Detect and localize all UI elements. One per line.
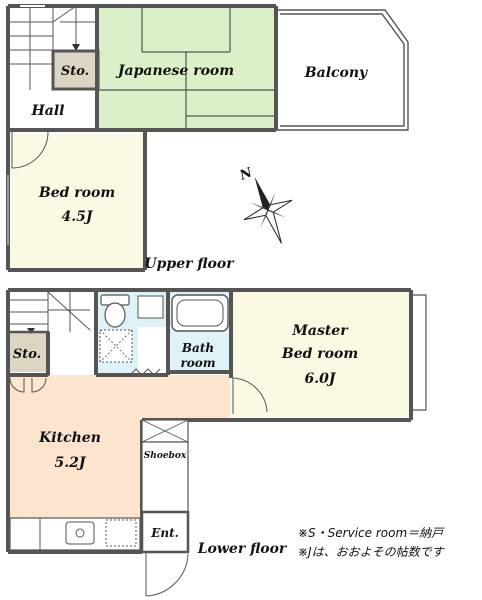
sink-fixture — [137, 295, 164, 319]
storage-upper-walls — [51, 49, 100, 91]
bedroom-upper-size: 4.5J — [62, 209, 94, 225]
hall-label: Hall — [31, 103, 65, 119]
bedroom-upper — [8, 134, 143, 268]
washer-pan — [99, 329, 133, 363]
kitchen-size: 5.2J — [55, 455, 87, 471]
bath-label-2: room — [180, 356, 215, 370]
compass-north-label: N — [237, 165, 256, 184]
compass-ray-nw — [249, 202, 268, 210]
storage-lower — [8, 332, 48, 372]
entrance-label: Ent. — [150, 526, 179, 540]
entrance — [140, 510, 190, 554]
accordion-door — [129, 368, 161, 376]
master-door — [232, 377, 268, 414]
compass-needle-north — [254, 176, 271, 210]
compass-ray-sw — [260, 210, 268, 229]
bathtub-inner — [176, 299, 224, 327]
tatami-lines — [97, 6, 276, 130]
balcony-label: Balcony — [304, 65, 368, 81]
storage-upper-label: Sto. — [61, 64, 89, 79]
bathtub — [171, 294, 229, 332]
stairs-upper — [8, 5, 97, 90]
entrance-door — [145, 552, 189, 597]
upper-floor-title: Upper floor — [144, 256, 235, 272]
upper-floor: Sto. Japanese room Balcony Hall Bed room… — [6, 4, 409, 272]
bedroom-door-upper — [11, 131, 49, 169]
storage-upper — [53, 51, 98, 89]
storage-lower-walls — [6, 330, 50, 377]
stair-arrow-upper — [72, 44, 80, 51]
note-line-1: ※S・Service room＝納戸 — [298, 526, 445, 540]
lower-floor-title: Lower floor — [197, 541, 288, 557]
lower-floor: Sto. Bath room Master Bed room 6.0J Kitc… — [6, 288, 427, 597]
master-label-2: Bed room — [281, 346, 358, 362]
kitchen-label: Kitchen — [38, 430, 101, 446]
storage-lower-label: Sto. — [13, 347, 41, 362]
compass-ray-se — [268, 210, 287, 218]
compass-ray-ne — [268, 191, 276, 210]
kitchen-door — [9, 377, 47, 393]
toilet-fixture — [100, 294, 130, 328]
compass-needle-south — [265, 209, 282, 244]
master-label-1: Master — [291, 323, 349, 339]
master-size: 6.0J — [305, 371, 337, 387]
note-line-2: ※Jは、おおよその帖数です — [298, 545, 446, 559]
master-bedroom — [231, 292, 411, 417]
compass — [243, 176, 293, 244]
shoebox-label: Shoebox — [144, 451, 187, 461]
bedroom-upper-label: Bed room — [38, 185, 115, 201]
balcony — [276, 9, 409, 131]
stairs-lower — [8, 291, 91, 332]
kitchen-sink — [65, 521, 95, 545]
japanese-room-label: Japanese room — [115, 63, 234, 79]
bath-label-1: Bath — [181, 341, 214, 355]
master-bay-window — [411, 294, 427, 411]
kitchen — [8, 375, 230, 420]
